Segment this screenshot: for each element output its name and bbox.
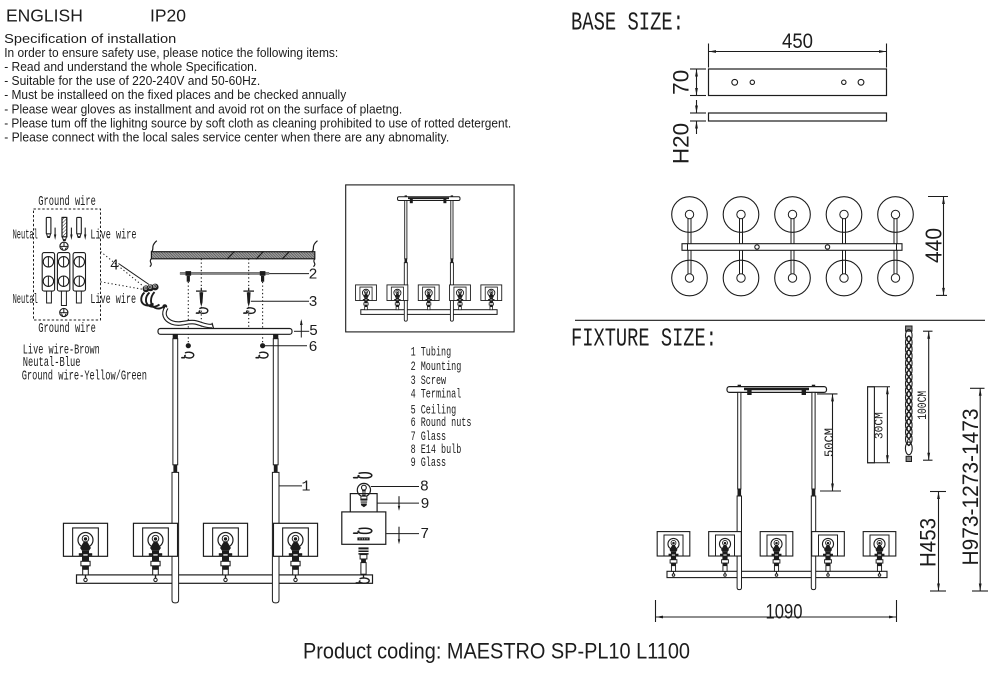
svg-text:50CM: 50CM: [822, 428, 837, 457]
svg-text:3: 3: [308, 294, 317, 311]
svg-text:440: 440: [921, 228, 947, 263]
svg-text:4 Terminal: 4 Terminal: [411, 387, 462, 402]
svg-text:100CM: 100CM: [915, 391, 930, 420]
svg-text:4: 4: [110, 257, 119, 274]
svg-text:Neutal-Blue: Neutal-Blue: [23, 355, 81, 371]
svg-text:Live wire: Live wire: [90, 227, 136, 243]
svg-text:- Must be installeed on the fi: - Must be installeed on the fixed places…: [4, 87, 346, 102]
svg-text:Live wire-Brown: Live wire-Brown: [23, 342, 100, 358]
svg-text:Neutal: Neutal: [13, 292, 38, 308]
svg-text:1090: 1090: [766, 601, 803, 624]
svg-text:- Suitable for the use of 220-: - Suitable for the use of 220-240V and 5…: [4, 73, 260, 88]
svg-text:Ground wire: Ground wire: [38, 321, 96, 337]
svg-text:2 Mounting: 2 Mounting: [411, 359, 462, 374]
svg-text:- Please tum off the lighitng: - Please tum off the lighitng source by …: [4, 115, 511, 130]
svg-text:Neutal: Neutal: [13, 227, 38, 243]
svg-text:- Please wear gloves as instal: - Please wear gloves as installment and …: [4, 101, 402, 116]
svg-text:5 Ceiling: 5 Ceiling: [411, 403, 457, 418]
svg-text:H20: H20: [669, 123, 694, 164]
svg-text:1: 1: [301, 478, 310, 495]
svg-text:9 Glass: 9 Glass: [411, 455, 446, 470]
svg-text:8 E14 bulb: 8 E14 bulb: [411, 442, 462, 457]
svg-text:FIXTURE SIZE:: FIXTURE SIZE:: [571, 325, 717, 354]
svg-text:9: 9: [420, 496, 429, 513]
svg-text:H453: H453: [916, 518, 941, 567]
svg-text:450: 450: [782, 30, 813, 53]
svg-text:6: 6: [308, 339, 317, 356]
svg-text:BASE SIZE:: BASE SIZE:: [571, 9, 684, 38]
svg-text:8: 8: [420, 479, 429, 496]
svg-text:Ground wire-Yellow/Green: Ground wire-Yellow/Green: [22, 369, 147, 385]
svg-text:ENGLISH: ENGLISH: [6, 6, 83, 26]
svg-text:6 Round nuts: 6 Round nuts: [411, 415, 472, 430]
svg-text:Specification of installation: Specification of installation: [4, 31, 176, 46]
svg-text:- Please connect with the loca: - Please connect with the local sales se…: [4, 130, 449, 145]
svg-text:- Read and understand the whol: - Read and understand the whole Specific…: [4, 59, 257, 74]
svg-text:Ground wire: Ground wire: [38, 194, 96, 210]
svg-text:IP20: IP20: [150, 6, 186, 26]
svg-text:70: 70: [669, 70, 694, 95]
svg-text:1 Tubing: 1 Tubing: [411, 345, 452, 360]
svg-text:7 Glass: 7 Glass: [411, 429, 446, 444]
svg-text:5: 5: [309, 323, 318, 340]
svg-text:3 Screw: 3 Screw: [411, 373, 447, 388]
svg-text:7: 7: [420, 526, 429, 543]
svg-text:H973-1273-1473: H973-1273-1473: [958, 409, 983, 566]
svg-text:In order to ensure safety use,: In order to ensure safety use, please no…: [4, 45, 338, 60]
svg-text:30CM: 30CM: [874, 412, 887, 439]
svg-text:2: 2: [308, 266, 317, 283]
svg-text:Live wire: Live wire: [90, 292, 136, 308]
svg-text:Product coding: MAESTRO SP-PL1: Product coding: MAESTRO SP-PL10 L1100: [303, 639, 690, 664]
